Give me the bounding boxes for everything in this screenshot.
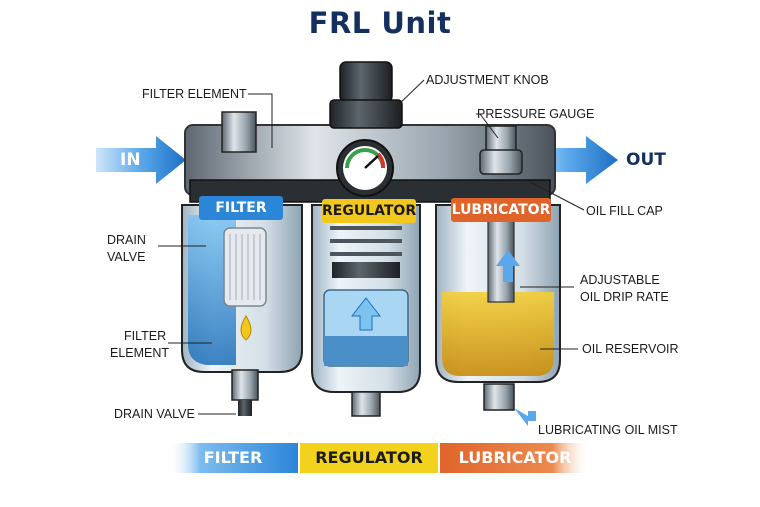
regulator-unit [311, 61, 421, 417]
bottom-bar-backgrounds [168, 443, 590, 473]
regulator-badge: REGULATOR [322, 199, 416, 223]
callout-drain-valve-left-line2: VALVE [107, 250, 146, 264]
diagram-title: FRL Unit [308, 6, 452, 40]
lubricator-unit [435, 125, 561, 426]
bottom-lubricator-label: LUBRICATOR [458, 448, 572, 467]
filter-unit [181, 111, 303, 416]
inlet-arrow [96, 136, 186, 184]
callout-adjustment-knob: ADJUSTMENT KNOB [426, 73, 549, 87]
callout-lubricating-oil-mist: LUBRICATING OIL MIST [538, 423, 678, 437]
callout-filter-element-left-line2: ELEMENT [110, 346, 170, 360]
callout-adjustable-drip-line2: OIL DRIP RATE [580, 290, 669, 304]
leader-filter-element-top [248, 93, 273, 148]
bottom-regulator-label: REGULATOR [315, 448, 423, 467]
lubricator-badge: LUBRICATOR [451, 198, 551, 222]
callout-lines [158, 79, 585, 415]
callout-pressure-gauge: PRESSURE GAUGE [477, 107, 595, 121]
callout-drain-valve-left-line1: DRAIN [107, 233, 146, 247]
outlet-label: OUT [626, 150, 666, 170]
callout-filter-element-left-line1: FILTER [124, 329, 167, 343]
leader-oil-fill-cap [529, 181, 585, 211]
callout-drain-valve-bottom: DRAIN VALVE [114, 407, 195, 421]
filter-badge: FILTER [199, 196, 283, 220]
leader-pressure-gauge [476, 113, 499, 139]
inlet-label: IN [120, 150, 141, 170]
callout-adjustable-drip-line1: ADJUSTABLE [580, 273, 660, 287]
callout-oil-reservoir: OIL RESERVOIR [582, 342, 679, 356]
leader-adjustment-knob [394, 79, 425, 109]
callout-filter-element-top: FILTER ELEMENT [142, 87, 247, 101]
bottom-filter-label: FILTER [203, 448, 263, 467]
callout-oil-fill-cap: OIL FILL CAP [586, 204, 663, 218]
